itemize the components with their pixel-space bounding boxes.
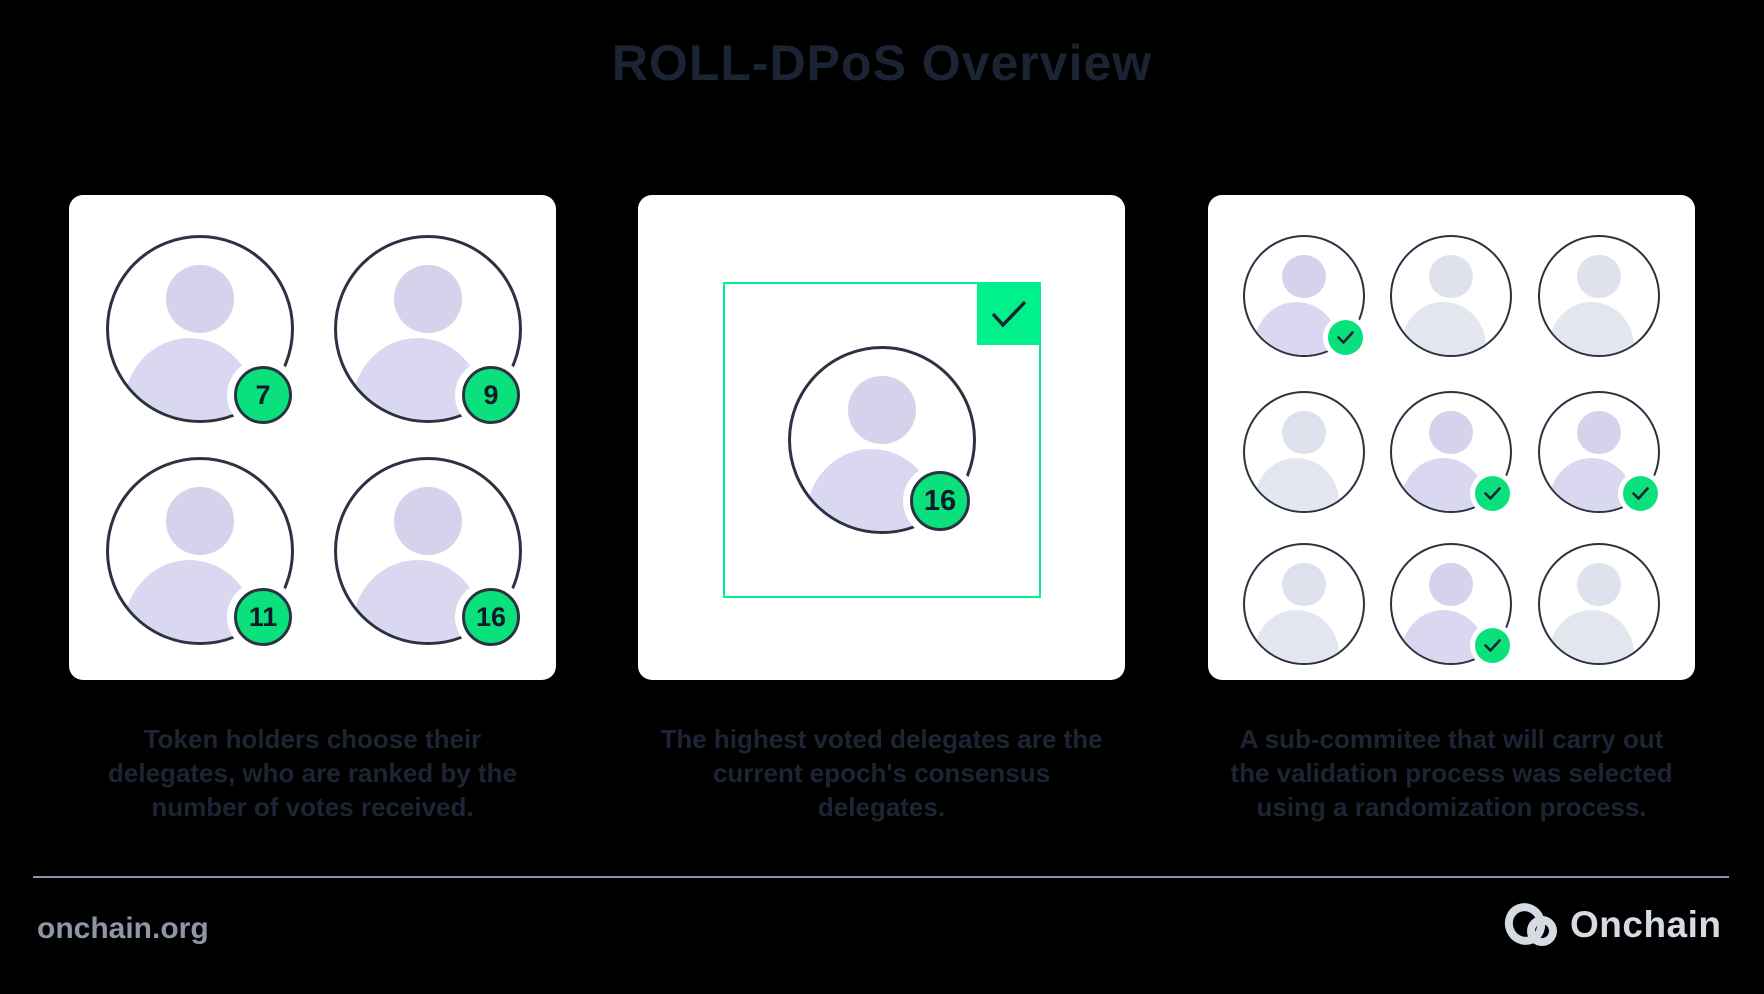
- vote-count: 7: [255, 379, 271, 410]
- check-badge: [1475, 628, 1510, 663]
- avatar-head: [1282, 254, 1326, 299]
- committee-avatar: [1390, 235, 1512, 357]
- check-badge: [1328, 320, 1363, 355]
- avatar-circle: [1538, 391, 1660, 513]
- committee-avatar: [1243, 543, 1365, 665]
- avatar-circle: [106, 457, 294, 645]
- avatar-body: [1549, 457, 1635, 511]
- caption-line: number of votes received.: [151, 792, 474, 822]
- avatar-head: [848, 376, 916, 444]
- avatar-head: [1282, 562, 1326, 607]
- panel-delegate-ranking: 7 9 11 16: [69, 195, 556, 680]
- caption-delegate-ranking: Token holders choose their delegates, wh…: [69, 722, 556, 824]
- delegate-avatar: 16: [334, 457, 522, 646]
- avatar-body: [1549, 301, 1635, 355]
- caption-line: A sub-commitee that will carry out: [1239, 724, 1664, 754]
- page-title: ROLL-DPoS Overview: [611, 35, 1153, 91]
- check-icon: [991, 300, 1027, 327]
- footer-divider: [33, 876, 1729, 878]
- caption-line: delegates.: [817, 792, 946, 822]
- panel-sub-committee: [1208, 195, 1695, 680]
- avatar-head: [394, 487, 462, 555]
- avatar-head: [394, 265, 462, 333]
- check-icon: [1484, 639, 1501, 652]
- avatar-head: [1429, 410, 1473, 455]
- avatar-circle: [106, 235, 294, 423]
- avatar-circle: [1390, 235, 1512, 357]
- selected-delegate-avatar: 16: [788, 346, 976, 534]
- vote-count-badge: 9: [462, 366, 520, 424]
- caption-top-delegate: The highest voted delegates are the curr…: [638, 722, 1125, 824]
- vote-count-badge: 11: [234, 588, 292, 646]
- vote-count: 16: [475, 601, 507, 632]
- caption-line: The highest voted delegates are the: [660, 724, 1103, 754]
- avatar-body: [1401, 301, 1487, 355]
- avatar-circle: [1538, 235, 1660, 357]
- avatar-head: [1282, 410, 1326, 455]
- check-badge: [1475, 476, 1510, 511]
- committee-avatar: [1390, 543, 1512, 665]
- selection-square: [723, 282, 1041, 598]
- avatar-head: [1577, 254, 1621, 299]
- avatar-head: [1429, 562, 1473, 607]
- avatar-head: [1577, 562, 1621, 607]
- caption-line: the validation process was selected: [1230, 758, 1673, 788]
- avatar-body: [351, 338, 483, 420]
- avatar-body: [1254, 457, 1340, 511]
- check-badge: [1623, 476, 1658, 511]
- delegate-avatar: 11: [106, 457, 294, 646]
- site-url: onchain.org: [37, 912, 209, 945]
- check-icon: [1484, 487, 1501, 500]
- panel-top-delegate: 16: [638, 195, 1125, 680]
- avatar-body: [351, 560, 483, 642]
- check-icon: [1337, 331, 1354, 344]
- onchain-logo: Onchain: [1502, 899, 1722, 951]
- committee-avatar: [1538, 543, 1660, 665]
- committee-avatar: [1538, 235, 1660, 357]
- caption-line: Token holders choose their: [143, 724, 482, 754]
- avatar-body: [1549, 609, 1635, 663]
- avatar-head: [166, 265, 234, 333]
- check-icon: [1632, 487, 1649, 500]
- avatar-body: [123, 560, 255, 642]
- vote-count: 11: [248, 601, 278, 632]
- avatar-body: [1401, 457, 1487, 511]
- avatar-body: [1401, 609, 1487, 663]
- avatar-head: [1577, 410, 1621, 455]
- caption-line: delegates, who are ranked by the: [108, 758, 517, 788]
- committee-avatar: [1243, 391, 1365, 513]
- avatar-body: [123, 338, 255, 420]
- avatar-head: [1429, 254, 1473, 299]
- caption-line: current epoch's consensus: [712, 758, 1051, 788]
- delegate-avatar: 9: [334, 235, 522, 424]
- committee-avatar: [1243, 235, 1365, 357]
- checkbox-tab: [977, 282, 1041, 345]
- committee-avatar: [1538, 391, 1660, 513]
- avatar-circle: [1243, 543, 1365, 665]
- avatar-circle: [1243, 391, 1365, 513]
- vote-count-badge: 16: [462, 588, 520, 646]
- vote-count-badge: 7: [234, 366, 292, 424]
- logo-knot-icon: [1504, 903, 1557, 946]
- avatar-circle: [1538, 543, 1660, 665]
- caption-sub-committee: A sub-commitee that will carry out the v…: [1208, 722, 1695, 824]
- avatar-body: [1254, 301, 1340, 355]
- vote-count: 16: [923, 484, 957, 517]
- vote-count: 9: [483, 379, 499, 410]
- vote-count-badge: 16: [910, 471, 970, 531]
- avatar-head: [166, 487, 234, 555]
- avatar-circle: [334, 457, 522, 645]
- caption-line: using a randomization process.: [1256, 792, 1647, 822]
- committee-avatar: [1390, 391, 1512, 513]
- delegate-avatar: 7: [106, 235, 294, 424]
- logo-wordmark: Onchain: [1570, 904, 1722, 945]
- avatar-body: [1254, 609, 1340, 663]
